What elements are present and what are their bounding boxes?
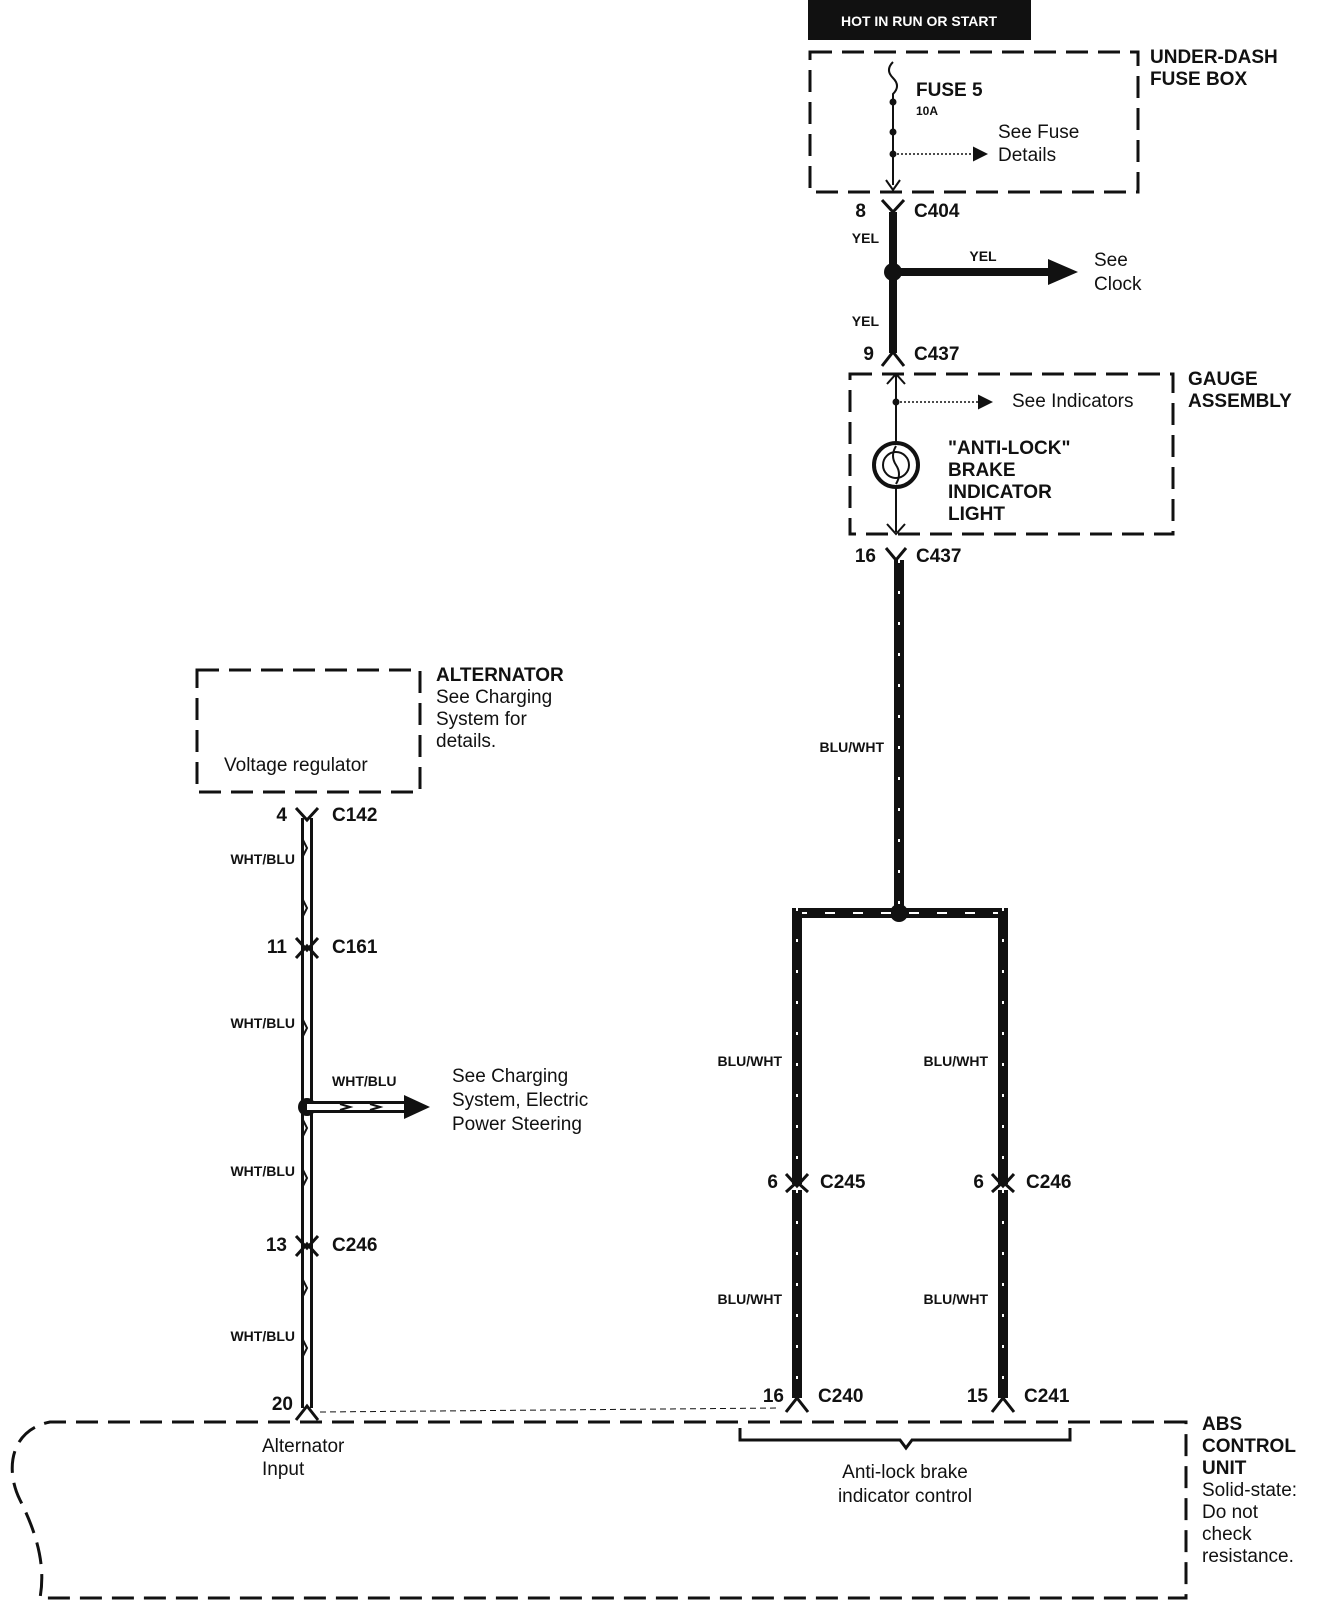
charging-ref-arrow bbox=[404, 1095, 430, 1119]
c246-branch-name: C246 bbox=[1026, 1172, 1071, 1193]
blu-wht-label-right-lower: BLU/WHT bbox=[923, 1291, 988, 1307]
pin-20-connector bbox=[294, 1403, 320, 1421]
c437-bottom-pin: 16 bbox=[855, 546, 876, 567]
see-clock-2: Clock bbox=[1094, 274, 1142, 295]
c240-pin: 16 bbox=[763, 1386, 784, 1407]
c437-top-pin: 9 bbox=[863, 344, 874, 365]
alternator-note-2: System for bbox=[436, 709, 527, 730]
yel-label-top: YEL bbox=[852, 230, 880, 246]
see-indicators: See Indicators bbox=[1012, 391, 1133, 412]
c404-pin: 8 bbox=[855, 201, 866, 222]
gauge-assembly: GAUGE ASSEMBLY See Indicators "ANTI-LOCK… bbox=[848, 369, 1292, 536]
charging-ref-3: Power Steering bbox=[452, 1114, 582, 1135]
fuse-box-title-1: UNDER-DASH bbox=[1150, 47, 1278, 68]
c437-bottom-connector bbox=[884, 547, 908, 563]
charging-ref-2: System, Electric bbox=[452, 1090, 588, 1111]
fuse-name: FUSE 5 bbox=[916, 80, 983, 101]
c437-top-connector bbox=[880, 349, 906, 367]
charging-ref-1: See Charging bbox=[452, 1066, 568, 1087]
wht-blu-label-branch: WHT/BLU bbox=[332, 1073, 397, 1089]
yel-label-bottom: YEL bbox=[852, 313, 880, 329]
control-label-1: Anti-lock brake bbox=[842, 1462, 968, 1483]
alt-input-2: Input bbox=[262, 1459, 305, 1480]
abs-note-2: Do not bbox=[1202, 1502, 1259, 1523]
gauge-title-1: GAUGE bbox=[1188, 369, 1258, 390]
blu-wht-label-left-upper: BLU/WHT bbox=[717, 1053, 782, 1069]
c240-connector bbox=[784, 1395, 810, 1413]
fuse-symbol bbox=[888, 61, 898, 102]
see-clock-arrow bbox=[1048, 259, 1078, 285]
abs-title-2: CONTROL bbox=[1202, 1436, 1296, 1457]
abs-title-3: UNIT bbox=[1202, 1458, 1247, 1479]
fuse-rating: 10A bbox=[916, 104, 938, 118]
wht-blu-label-4: WHT/BLU bbox=[230, 1328, 295, 1344]
c142-name: C142 bbox=[332, 805, 377, 826]
pin-20-label: 20 bbox=[272, 1394, 293, 1415]
wht-blu-circuit: 4 C142 WHT/BLU 11 C161 WHT/BLU WHT/BLU S… bbox=[230, 805, 781, 1421]
under-dash-fuse-box: UNDER-DASH FUSE BOX FUSE 5 10A See Fuse … bbox=[808, 47, 1278, 194]
c437-bottom-name: C437 bbox=[916, 546, 961, 567]
control-bracket bbox=[738, 1428, 1072, 1451]
c246-left-name: C246 bbox=[332, 1235, 377, 1256]
alternator-title: ALTERNATOR bbox=[436, 665, 564, 686]
abs-note-1: Solid-state: bbox=[1202, 1480, 1297, 1501]
see-fuse-1: See Fuse bbox=[998, 122, 1079, 143]
abs-control-unit: ABS CONTROL UNIT Solid-state: Do not che… bbox=[10, 1414, 1297, 1600]
wht-blu-label-3: WHT/BLU bbox=[230, 1163, 295, 1179]
c245-connector bbox=[784, 1172, 810, 1194]
light-line-1: "ANTI-LOCK" bbox=[948, 438, 1071, 459]
blu-wht-label-trunk: BLU/WHT bbox=[819, 739, 884, 755]
c240-name: C240 bbox=[818, 1386, 863, 1407]
alternator-note-3: details. bbox=[436, 731, 496, 752]
blu-wht-label-left-lower: BLU/WHT bbox=[717, 1291, 782, 1307]
c241-name: C241 bbox=[1024, 1386, 1070, 1407]
c161-name: C161 bbox=[332, 937, 378, 958]
blu-wht-label-right-upper: BLU/WHT bbox=[923, 1053, 988, 1069]
c142-connector bbox=[294, 806, 320, 823]
fuse-box-title-2: FUSE BOX bbox=[1150, 69, 1247, 90]
control-label-2: indicator control bbox=[838, 1486, 972, 1507]
c437-top-name: C437 bbox=[914, 344, 959, 365]
abs-note-3: check bbox=[1202, 1524, 1252, 1545]
alt-input-1: Alternator bbox=[262, 1436, 345, 1457]
c245-name: C245 bbox=[820, 1172, 866, 1193]
abs-title-1: ABS bbox=[1202, 1414, 1242, 1435]
light-line-3: INDICATOR bbox=[948, 482, 1052, 503]
see-clock-1: See bbox=[1094, 250, 1128, 271]
hot-banner: HOT IN RUN OR START bbox=[808, 0, 1031, 40]
c142-pin: 4 bbox=[276, 805, 287, 826]
blu-wht-trunk: 16 C437 BLU/WHT BLU/WHT BLU/WHT 6 C245 6… bbox=[717, 546, 1071, 1413]
alternator-box: ALTERNATOR See Charging System for detai… bbox=[195, 665, 564, 794]
yel-circuit: 8 C404 YEL YEL YEL See Clock 9 C437 bbox=[852, 198, 1142, 367]
see-fuse-2: Details bbox=[998, 145, 1056, 166]
c246-branch-connector bbox=[990, 1172, 1016, 1194]
c241-connector bbox=[990, 1395, 1016, 1413]
yel-label-branch: YEL bbox=[969, 248, 997, 264]
c241-pin: 15 bbox=[967, 1386, 989, 1407]
wht-blu-label-2: WHT/BLU bbox=[230, 1015, 295, 1031]
c161-connector bbox=[294, 936, 320, 960]
c245-pin: 6 bbox=[767, 1172, 778, 1193]
c246-left-pin: 13 bbox=[266, 1235, 287, 1256]
wht-blu-label-1: WHT/BLU bbox=[230, 851, 295, 867]
c246-left-connector bbox=[294, 1234, 320, 1258]
alternator-note-1: See Charging bbox=[436, 687, 552, 708]
light-line-4: LIGHT bbox=[948, 504, 1005, 525]
c161-pin: 11 bbox=[267, 937, 288, 958]
gauge-title-2: ASSEMBLY bbox=[1188, 391, 1292, 412]
voltage-regulator: Voltage regulator bbox=[224, 755, 368, 776]
abs-note-4: resistance. bbox=[1202, 1546, 1294, 1567]
light-line-2: BRAKE bbox=[948, 460, 1016, 481]
c404-connector bbox=[880, 198, 906, 215]
hot-label: HOT IN RUN OR START bbox=[841, 13, 998, 29]
c246-branch-pin: 6 bbox=[973, 1172, 984, 1193]
c404-name: C404 bbox=[914, 201, 960, 222]
